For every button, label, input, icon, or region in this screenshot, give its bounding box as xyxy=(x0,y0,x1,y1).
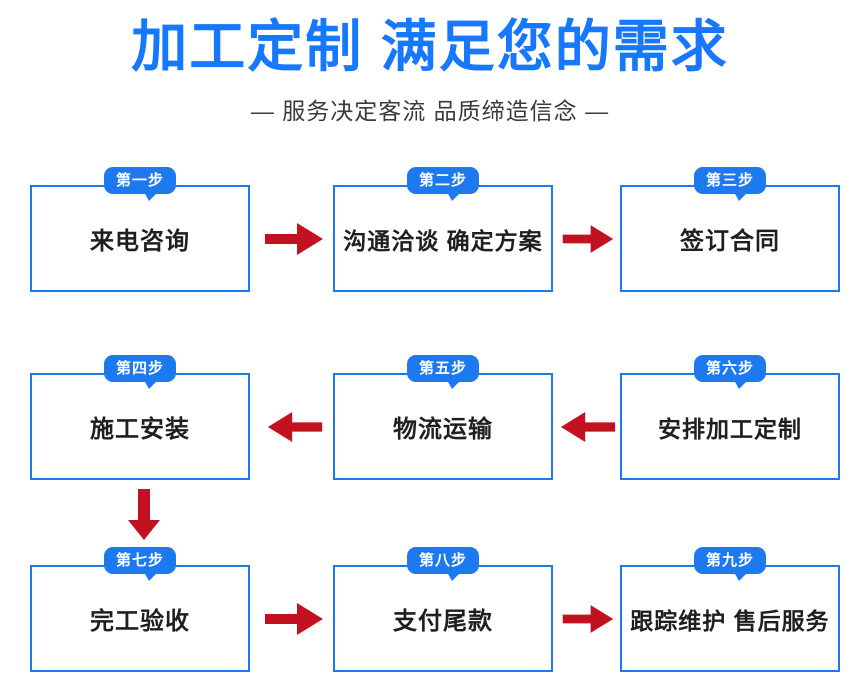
step-box-6[interactable]: 第六步 安排加工定制 xyxy=(620,355,840,480)
step-label-4: 施工安装 xyxy=(90,416,190,443)
step-badge-9: 第九步 xyxy=(693,547,767,581)
step-label-3: 签订合同 xyxy=(680,228,780,255)
step-badge-4: 第四步 xyxy=(103,355,177,389)
step-box-7[interactable]: 第七步 完工验收 xyxy=(30,547,250,672)
step-box-9[interactable]: 第九步 跟踪维护 售后服务 xyxy=(620,547,840,672)
arrow-right-icon-2 xyxy=(561,221,615,257)
arrow-left-icon-2 xyxy=(559,408,617,446)
step-box-5[interactable]: 第五步 物流运输 xyxy=(333,355,553,480)
arrow-right-icon-4 xyxy=(561,601,615,637)
page-subtitle: — 服务决定客流 品质缔造信念 — xyxy=(250,98,610,124)
step-badge-3: 第三步 xyxy=(693,167,767,201)
step-badge-6: 第六步 xyxy=(693,355,767,389)
step-box-8[interactable]: 第八步 支付尾款 xyxy=(333,547,553,672)
page-header: 加工定制 满足您的需求 — 服务决定客流 品质缔造信念 — xyxy=(0,0,860,150)
step-label-9: 跟踪维护 售后服务 xyxy=(630,607,830,634)
arrow-down-icon xyxy=(126,487,162,542)
step-label-7: 完工验收 xyxy=(90,608,190,635)
step-box-1[interactable]: 第一步 来电咨询 xyxy=(30,167,250,292)
step-box-2[interactable]: 第二步 沟通洽谈 确定方案 xyxy=(333,167,553,292)
arrow-left-icon-1 xyxy=(266,408,324,446)
page-title: 加工定制 满足您的需求 xyxy=(131,15,729,78)
step-label-1: 来电咨询 xyxy=(90,228,190,255)
step-badge-8: 第八步 xyxy=(406,547,480,581)
step-label-8: 支付尾款 xyxy=(393,608,493,635)
step-label-5: 物流运输 xyxy=(393,416,493,443)
arrow-right-icon-1 xyxy=(263,221,325,257)
step-badge-1: 第一步 xyxy=(103,167,177,201)
step-box-4[interactable]: 第四步 施工安装 xyxy=(30,355,250,480)
step-badge-5: 第五步 xyxy=(406,355,480,389)
step-label-2: 沟通洽谈 确定方案 xyxy=(343,227,543,254)
step-box-3[interactable]: 第三步 签订合同 xyxy=(620,167,840,292)
arrow-right-icon-3 xyxy=(263,601,325,637)
step-badge-7: 第七步 xyxy=(103,547,177,581)
step-label-6: 安排加工定制 xyxy=(658,415,802,442)
step-badge-2: 第二步 xyxy=(406,167,480,201)
